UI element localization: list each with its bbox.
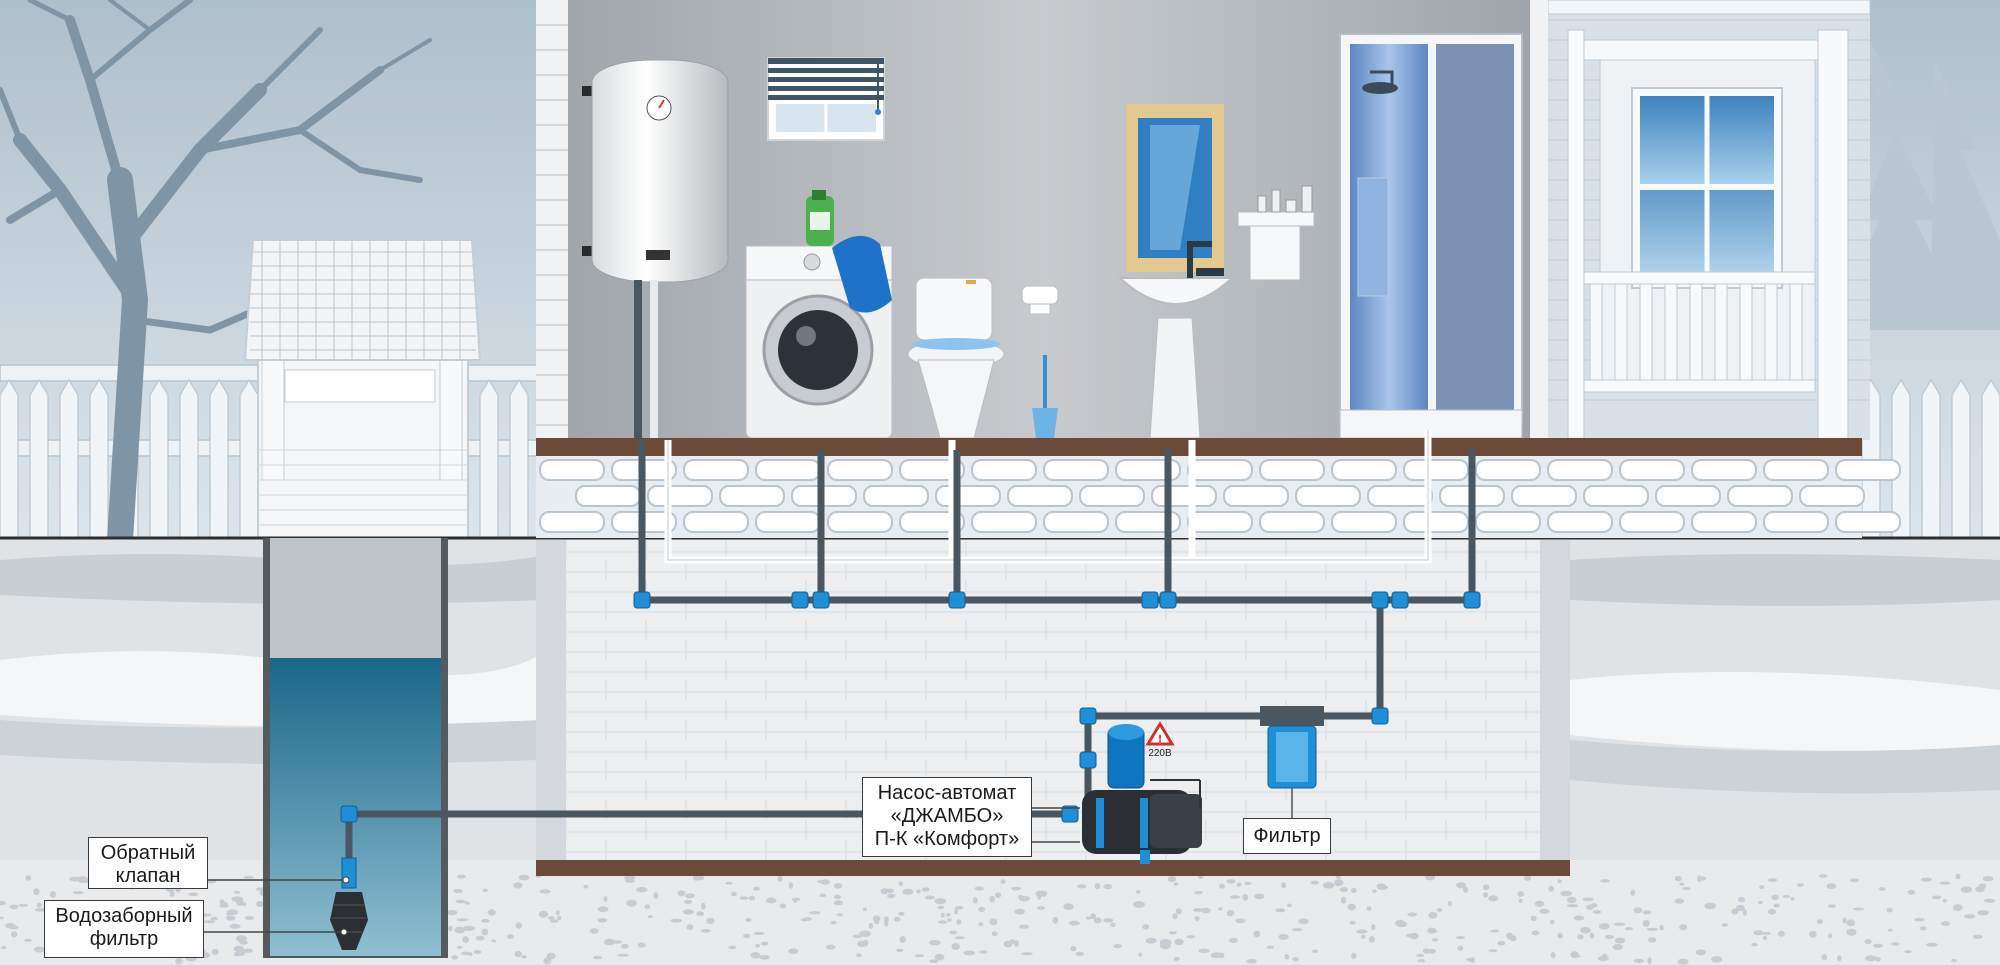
well-house-icon	[243, 239, 482, 541]
water-heater-icon	[582, 59, 729, 440]
svg-text:!: !	[1158, 734, 1163, 745]
shelf-icon	[1237, 185, 1315, 281]
tree-icon	[0, 0, 432, 553]
window-blinds-icon	[767, 57, 885, 141]
shower-cabin-icon	[1339, 33, 1523, 439]
house-facade	[1547, 0, 1871, 441]
stone-foundation	[536, 456, 1901, 538]
house-window-icon	[1631, 87, 1783, 289]
filter-label: Фильтр	[1243, 818, 1331, 854]
warning-triangle-icon: !	[1145, 721, 1175, 746]
water-filter	[1260, 706, 1324, 820]
background-trees	[1830, 20, 2000, 330]
basement	[536, 540, 1570, 876]
toilet-icon	[907, 277, 1005, 439]
toilet-paper-icon	[1021, 285, 1059, 315]
intake-filter-icon	[330, 892, 368, 950]
check-valve	[341, 857, 357, 889]
toilet-brush-icon	[1032, 355, 1058, 438]
towel	[832, 235, 892, 313]
detergent-bottle-icon	[806, 190, 834, 246]
pump-label: Насос-автомат«ДЖАМБО»П-К «Комфорт»	[862, 777, 1032, 857]
floor-beam	[536, 438, 1862, 456]
sink-icon	[1117, 241, 1235, 439]
callout-leaders	[204, 807, 1293, 933]
voltage-label: 220В	[1148, 748, 1172, 759]
basement-floor	[536, 860, 1570, 876]
pump-station	[1082, 724, 1202, 864]
